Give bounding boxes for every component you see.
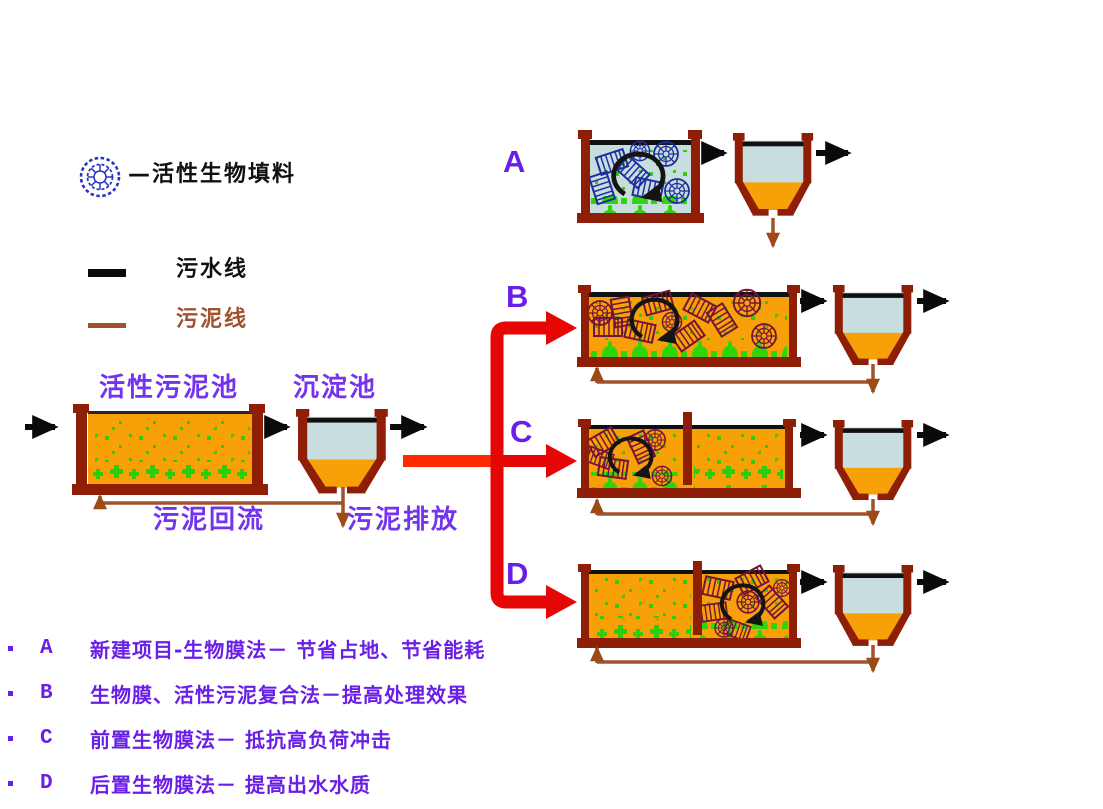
- sludge-return-label: 污泥回流: [153, 505, 266, 535]
- note-row-d: D 后置生物膜法－ 提高出水水质: [8, 769, 371, 798]
- sludge-lines-b: [590, 364, 880, 395]
- bullet-icon: [8, 781, 13, 786]
- reactor-a: [577, 130, 704, 223]
- red-arrowhead-c: [546, 444, 577, 478]
- sludge-discharge-label: 污泥排放: [347, 505, 460, 535]
- reactor-c: [577, 412, 801, 498]
- settler-label: 沉淀池: [293, 373, 378, 403]
- note-letter: C: [40, 727, 53, 750]
- settler-c: [833, 420, 914, 501]
- red-arrowhead-b: [546, 311, 577, 345]
- note-letter: B: [40, 682, 53, 705]
- reactor-b: [577, 285, 801, 367]
- settler-b: [833, 285, 914, 366]
- note-row-b: B 生物膜、活性污泥复合法－提高处理效果: [8, 679, 468, 708]
- sludge-line-swatch: [88, 323, 126, 328]
- sewage-line-swatch: [88, 269, 126, 277]
- process-letter-b: B: [506, 279, 529, 314]
- activated-sludge-tank: [72, 404, 268, 495]
- filler-icon: [79, 156, 121, 198]
- bullet-icon: [8, 646, 13, 651]
- sewage-line-label: 污水线: [176, 257, 249, 282]
- red-feeder-arrow: [403, 455, 495, 467]
- red-branch-trunk: [490, 321, 546, 609]
- reactor-d: [577, 561, 801, 648]
- bullet-icon: [8, 736, 13, 741]
- partition-c: [683, 412, 692, 485]
- bullet-icon: [8, 691, 13, 696]
- note-letter: A: [40, 637, 53, 660]
- aeration-tank-label: 活性污泥池: [99, 373, 240, 403]
- note-row-a: A 新建项目-生物膜法－ 节省占地、节省能耗: [8, 634, 485, 663]
- note-text: 前置生物膜法－ 抵抗高负荷冲击: [90, 728, 392, 752]
- partition-d: [693, 561, 702, 635]
- note-text: 新建项目-生物膜法－ 节省占地、节省能耗: [90, 638, 486, 662]
- process-letter-c: C: [510, 414, 533, 449]
- process-letter-d: D: [506, 556, 529, 591]
- process-letter-a: A: [503, 144, 526, 179]
- sludge-lines-c: [590, 497, 880, 527]
- settler-d: [833, 565, 914, 646]
- note-letter: D: [40, 772, 53, 795]
- note-text: 后置生物膜法－ 提高出水水质: [90, 773, 371, 797]
- note-text: 生物膜、活性污泥复合法－提高处理效果: [90, 683, 468, 707]
- sludge-line-label: 污泥线: [176, 307, 249, 332]
- settling-tank-left: [296, 409, 388, 494]
- red-arrowhead-d: [546, 585, 577, 619]
- settler-a: [733, 133, 814, 216]
- sludge-lines-left: [93, 487, 350, 529]
- filler-legend-label: —活性生物填料: [128, 162, 297, 187]
- note-row-c: C 前置生物膜法－ 抵抗高负荷冲击: [8, 724, 392, 753]
- red-branch-c-shaft: [502, 455, 546, 467]
- sludge-lines-d: [590, 645, 880, 674]
